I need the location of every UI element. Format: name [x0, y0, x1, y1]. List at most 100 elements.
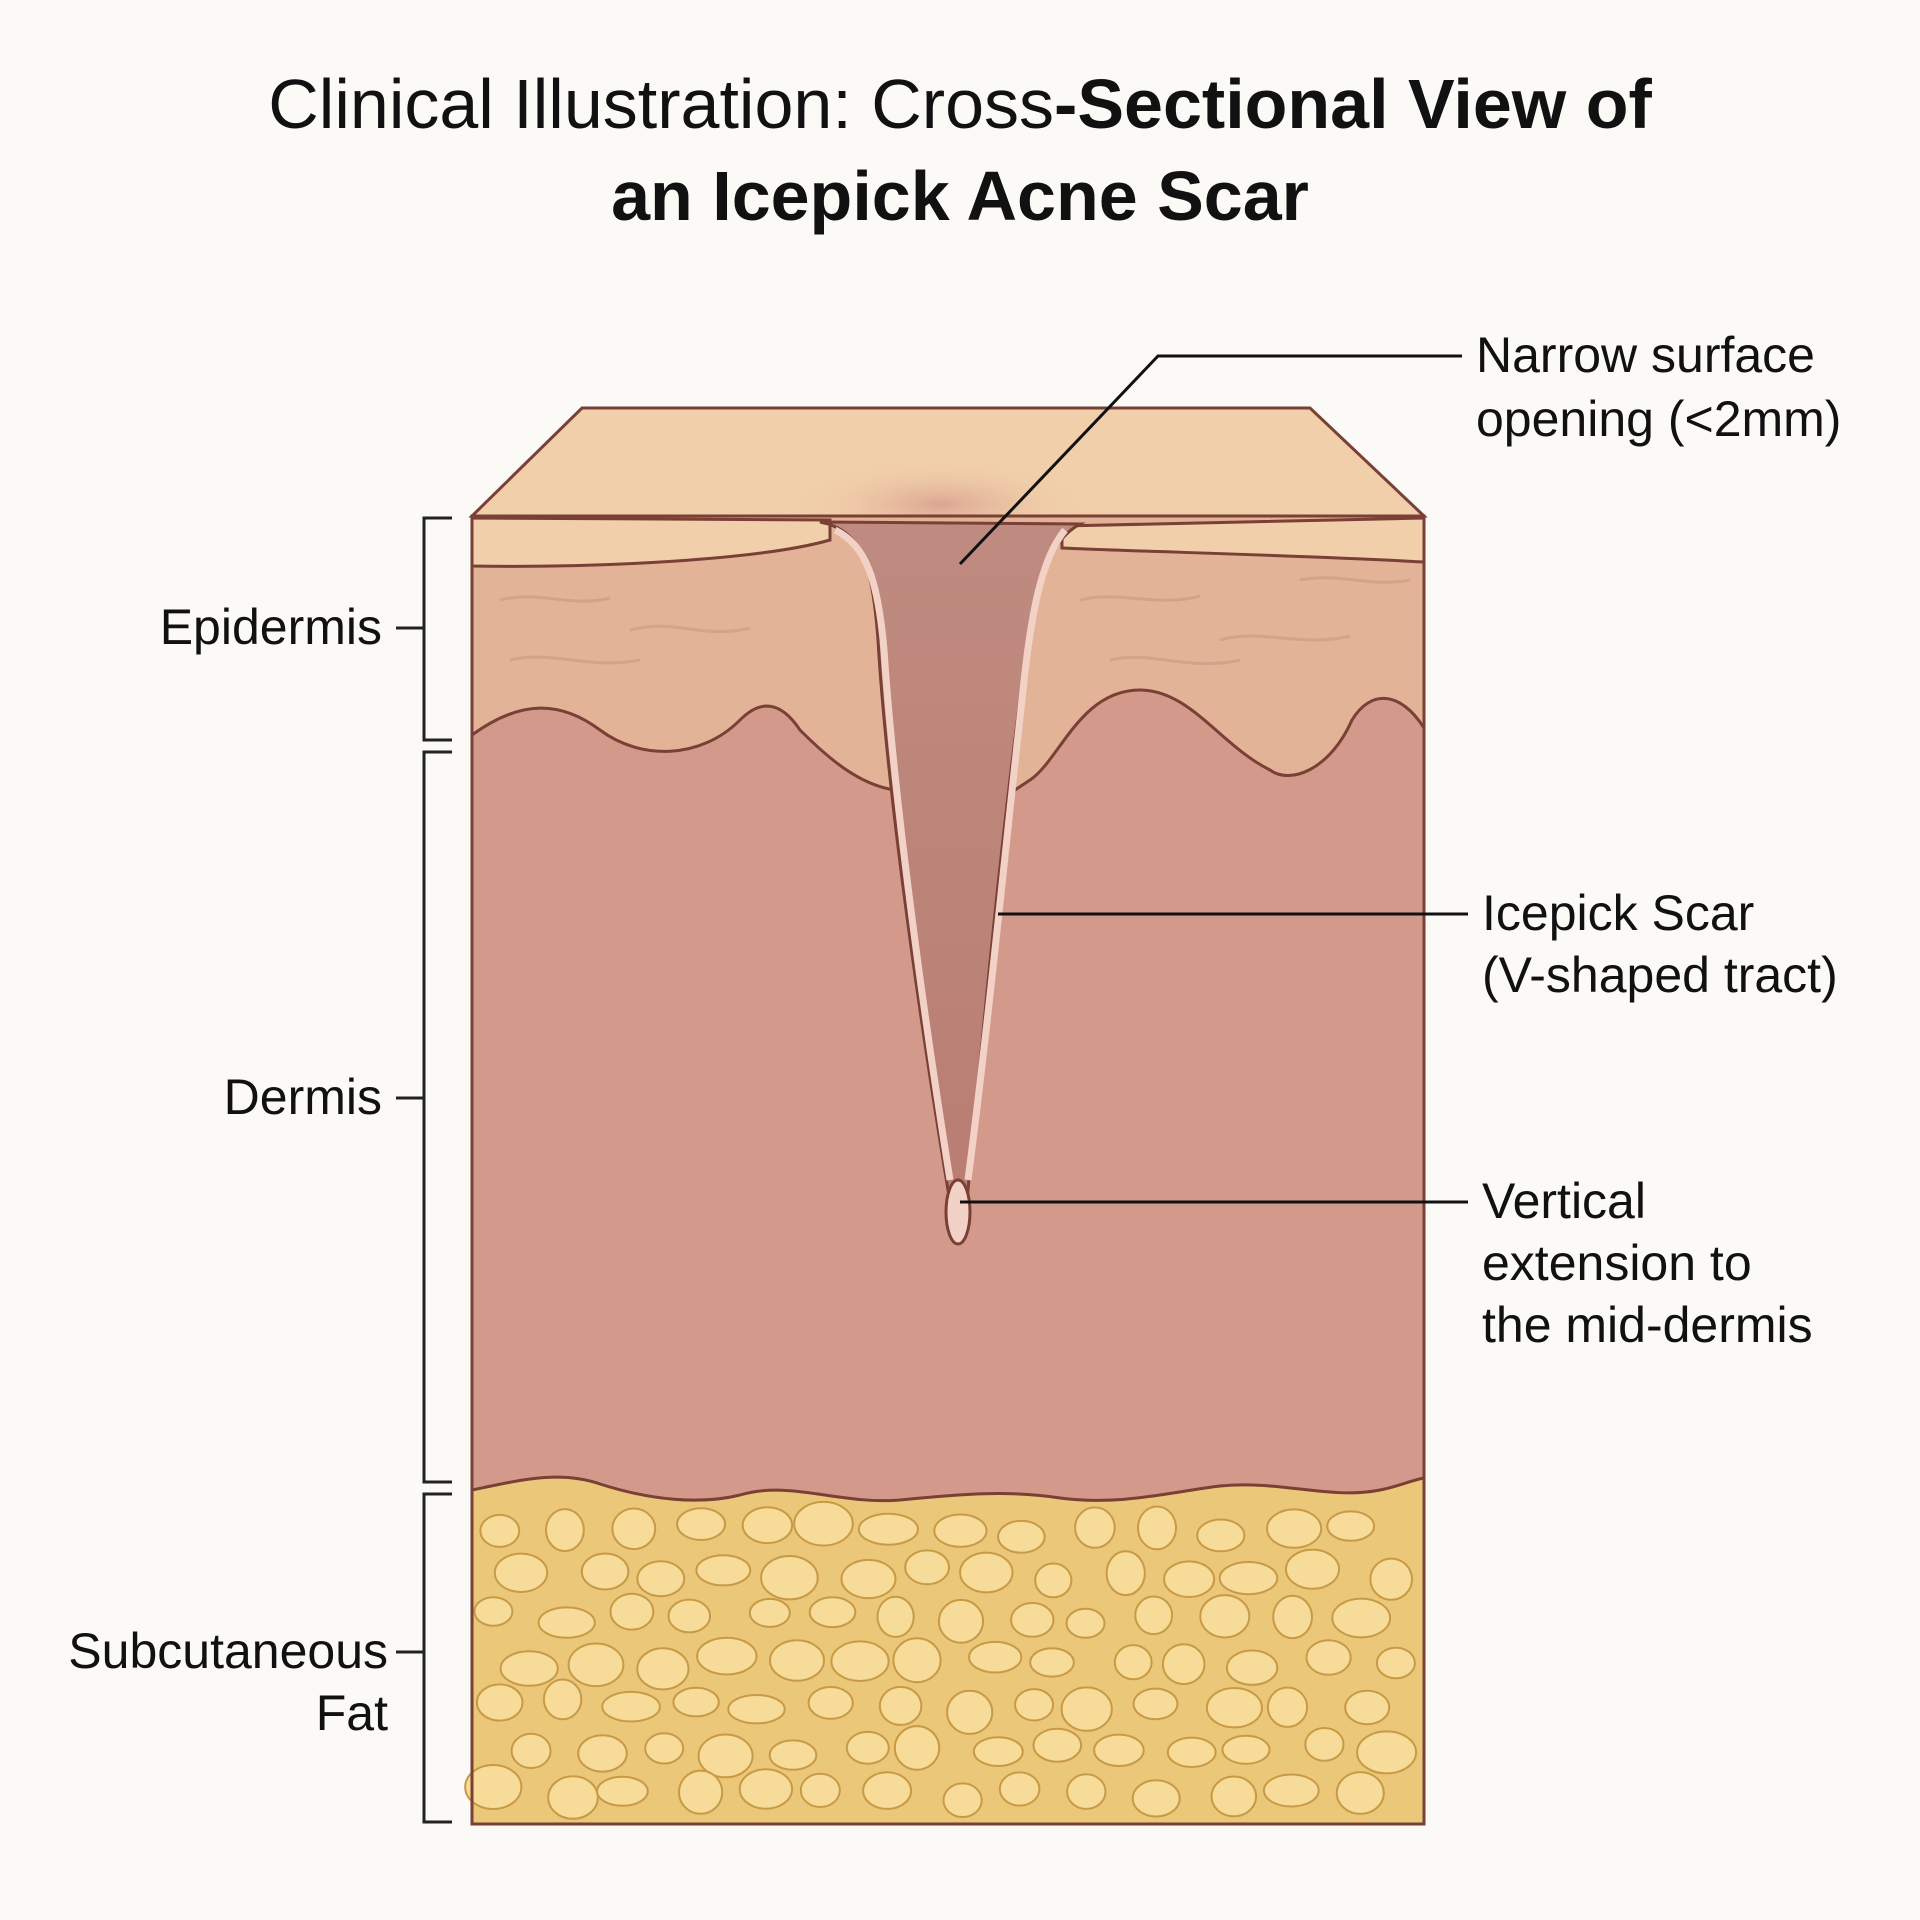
fat-cell [1030, 1648, 1074, 1676]
callout-extension-line-3: the mid-dermis [1482, 1297, 1813, 1353]
fat-cell [1034, 1729, 1082, 1762]
dermis-bracket [396, 752, 452, 1482]
callout-opening-line-1: Narrow surface [1476, 327, 1815, 383]
fat-cell [1357, 1731, 1416, 1773]
fat-cell [934, 1515, 986, 1547]
fat-cell [474, 1597, 512, 1625]
fat-cell [612, 1509, 655, 1550]
fat-cell [969, 1642, 1021, 1673]
fat-cell [761, 1556, 818, 1599]
fat-cell [1107, 1551, 1145, 1595]
fat-cell [905, 1550, 949, 1584]
fat-cell [645, 1733, 683, 1763]
fat-cell [770, 1740, 817, 1769]
fat-cell [947, 1691, 992, 1734]
fat-cell [1307, 1640, 1351, 1675]
fat-cell [501, 1651, 558, 1686]
fat-cell [880, 1687, 922, 1725]
callout-scar-line-1: Icepick Scar [1482, 885, 1754, 941]
callout-opening-line-2: opening (<2mm) [1476, 391, 1841, 447]
fat-cell [1062, 1687, 1112, 1730]
fat-cell [831, 1641, 888, 1681]
fat-cell [842, 1560, 896, 1598]
fat-cell [960, 1553, 1012, 1593]
fat-cell [878, 1597, 914, 1637]
fat-bracket [396, 1494, 452, 1822]
fat-cell [1370, 1559, 1412, 1600]
fat-cell [1377, 1648, 1415, 1679]
fat-cell [1337, 1772, 1384, 1814]
fat-cell [548, 1776, 598, 1819]
fat-cell [1264, 1775, 1319, 1807]
fat-cell [512, 1734, 551, 1768]
fat-cell [847, 1732, 889, 1764]
fat-cell [465, 1765, 521, 1809]
fat-cell [1163, 1644, 1205, 1684]
fat-cell [539, 1607, 595, 1637]
fat-cell [863, 1772, 911, 1809]
fat-cell [1168, 1738, 1216, 1767]
fat-cell [1115, 1645, 1152, 1679]
fat-cell [750, 1599, 790, 1627]
fat-cell [1138, 1507, 1176, 1550]
fat-cell [597, 1777, 648, 1806]
epidermis-bracket [396, 518, 452, 740]
fat-cell [1268, 1688, 1307, 1727]
fat-cell [1011, 1603, 1053, 1637]
fat-cell [1223, 1736, 1270, 1764]
fat-cell [637, 1561, 684, 1596]
fat-cell [1332, 1599, 1390, 1638]
fat-cell [1207, 1688, 1262, 1727]
fat-cell [1094, 1735, 1144, 1766]
fat-cell [578, 1735, 627, 1771]
fat-cell [1305, 1728, 1343, 1761]
fat-cell [1200, 1595, 1249, 1637]
fat-cell [998, 1521, 1045, 1553]
fat-cell [1067, 1774, 1105, 1809]
fat-cell [740, 1769, 792, 1808]
fat-cell [1286, 1550, 1339, 1589]
fat-cell [696, 1555, 750, 1585]
fat-cell [1135, 1597, 1172, 1635]
fat-cell [669, 1600, 711, 1633]
fat-cell [1273, 1596, 1312, 1638]
fat-cell [893, 1638, 940, 1682]
fat-cell [1345, 1691, 1389, 1724]
fat-cell [495, 1554, 547, 1592]
fat-cell [546, 1509, 584, 1551]
fat-cell [582, 1554, 629, 1590]
fat-cell [602, 1692, 660, 1722]
layer-brackets [396, 518, 452, 1822]
callout-extension-line-2: extension to [1482, 1235, 1752, 1291]
callout-extension-line-1: Vertical [1482, 1173, 1646, 1229]
fat-cell [1197, 1520, 1244, 1552]
label-fat-line-1: Subcutaneous [68, 1623, 388, 1679]
fat-cell [677, 1508, 725, 1540]
fat-cell [1327, 1511, 1374, 1540]
fat-cell [477, 1684, 523, 1720]
fat-cell [1133, 1780, 1180, 1816]
fat-cell [1035, 1564, 1071, 1598]
fat-cell [801, 1774, 840, 1807]
fat-cell [743, 1507, 792, 1543]
fat-cell [544, 1680, 581, 1720]
fat-cell [859, 1514, 918, 1545]
fat-cell [679, 1771, 722, 1814]
fat-cell [1067, 1609, 1105, 1638]
label-dermis: Dermis [224, 1069, 382, 1125]
fat-cell [810, 1597, 856, 1627]
fat-cell [1000, 1772, 1040, 1805]
label-fat-line-2: Fat [316, 1685, 388, 1741]
fat-cell [770, 1640, 824, 1681]
fat-cell [1015, 1689, 1053, 1720]
fat-cell [1267, 1509, 1321, 1547]
callout-scar-line-2: (V-shaped tract) [1482, 947, 1838, 1003]
fat-cell [1134, 1689, 1178, 1720]
fat-cell [697, 1638, 756, 1675]
fat-cell [1227, 1651, 1277, 1685]
fat-cell [895, 1726, 939, 1770]
fat-cell [1164, 1561, 1214, 1597]
fat-cell [480, 1515, 519, 1547]
fat-cell [944, 1783, 982, 1817]
